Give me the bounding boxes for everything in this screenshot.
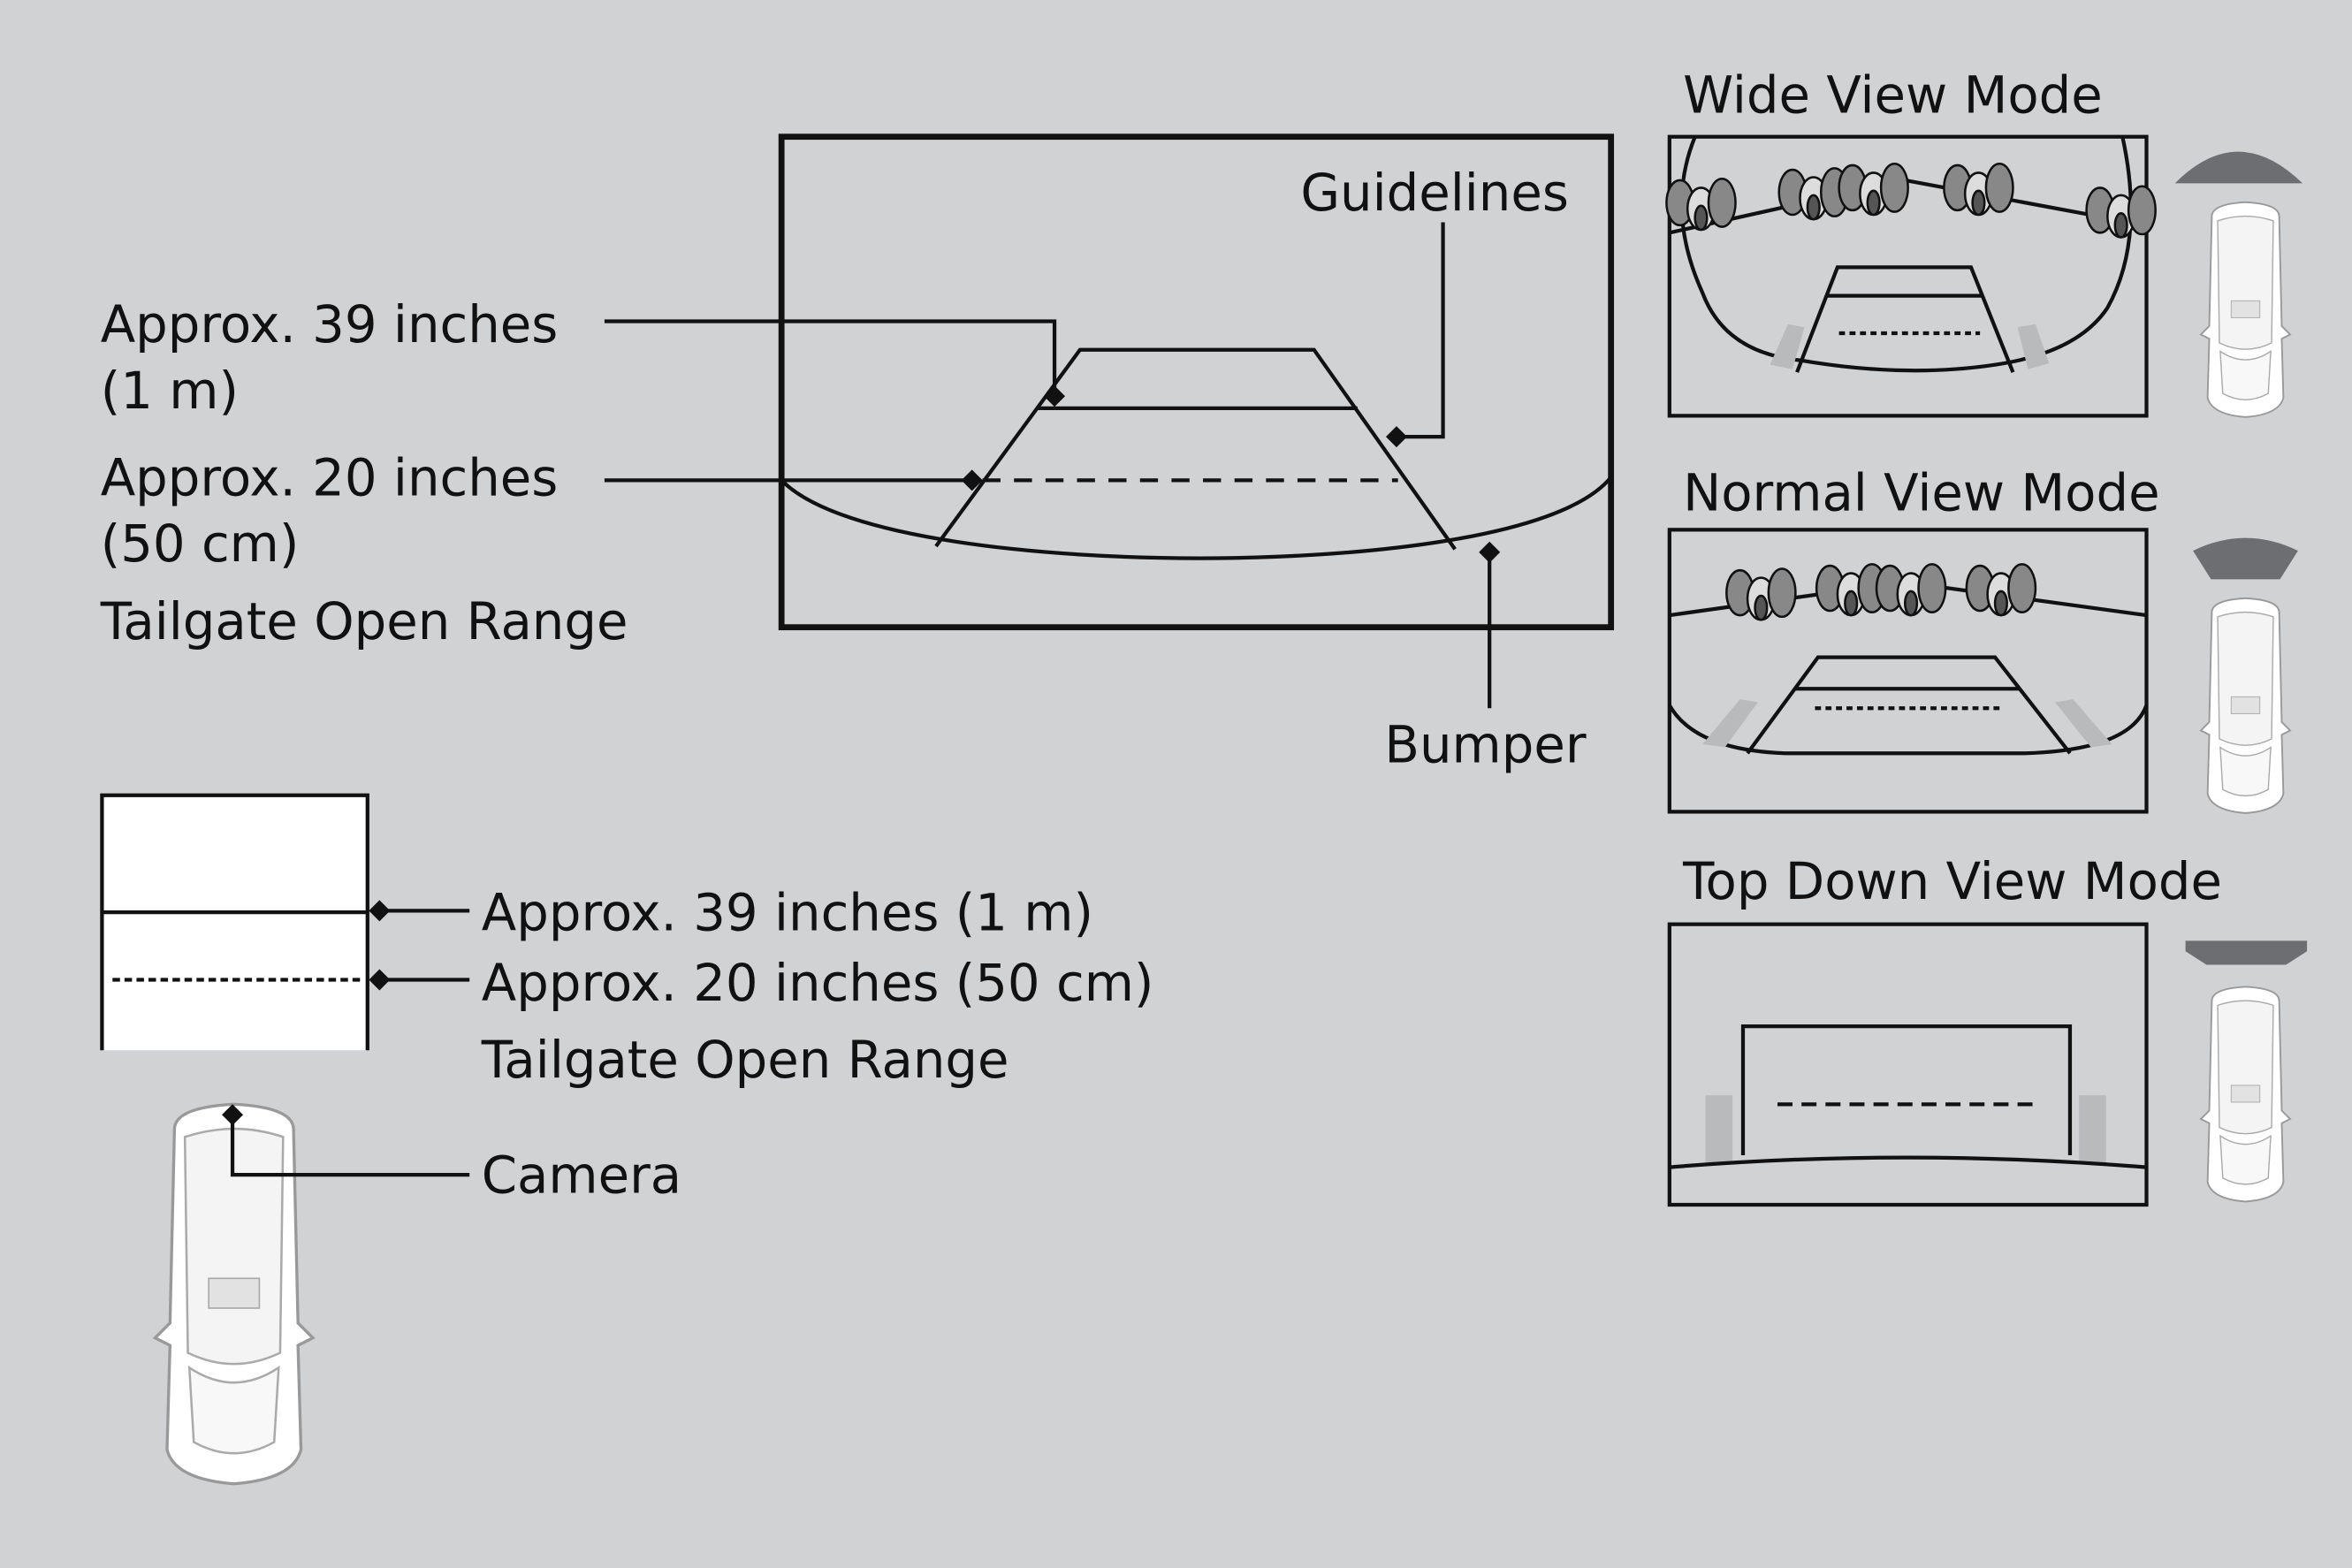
distance-diagram: Approx. 39 inches (1 m) Approx. 20 inche… [100, 793, 1154, 1486]
label-39-inches: Approx. 39 inches [101, 294, 559, 354]
label-tailgate-range: Tailgate Open Range [100, 591, 628, 651]
label-20-inches: Approx. 20 inches [101, 447, 559, 507]
label-39-inches-1m: Approx. 39 inches (1 m) [482, 882, 1093, 942]
top-down-coverage-icon [2185, 940, 2308, 965]
wide-view-mode: Wide View Mode [1665, 65, 2303, 418]
label-20-inches-50cm: Approx. 20 inches (50 cm) [482, 953, 1154, 1013]
camera-marker [222, 1104, 244, 1126]
normal-view-title: Normal View Mode [1683, 462, 2159, 522]
car-icon [2200, 986, 2291, 1203]
label-1m: (1 m) [101, 361, 239, 421]
normal-coverage-icon [2193, 537, 2298, 580]
label-bumper: Bumper [1384, 714, 1586, 774]
label-camera: Camera [482, 1145, 681, 1205]
label-guidelines: Guidelines [1300, 163, 1569, 223]
car-icon [2200, 597, 2291, 814]
wide-coverage-icon [2174, 151, 2303, 184]
car-icon [2200, 201, 2291, 418]
label-tailgate-range-2: Tailgate Open Range [481, 1030, 1009, 1090]
wide-view-title: Wide View Mode [1683, 65, 2103, 126]
normal-view-mode: Normal View Mode [1667, 462, 2298, 814]
label-50cm: (50 cm) [101, 514, 300, 574]
top-down-view-mode: Top Down View Mode [1667, 851, 2308, 1207]
guidelines [934, 347, 1457, 551]
top-down-view-title: Top Down View Mode [1682, 851, 2222, 911]
bumper-curve [780, 476, 1613, 560]
main-view-callouts: Approx. 39 inches (1 m) Approx. 20 inche… [100, 163, 1587, 775]
main-camera-view [778, 133, 1615, 631]
marker-39-diamond [1044, 385, 1066, 407]
